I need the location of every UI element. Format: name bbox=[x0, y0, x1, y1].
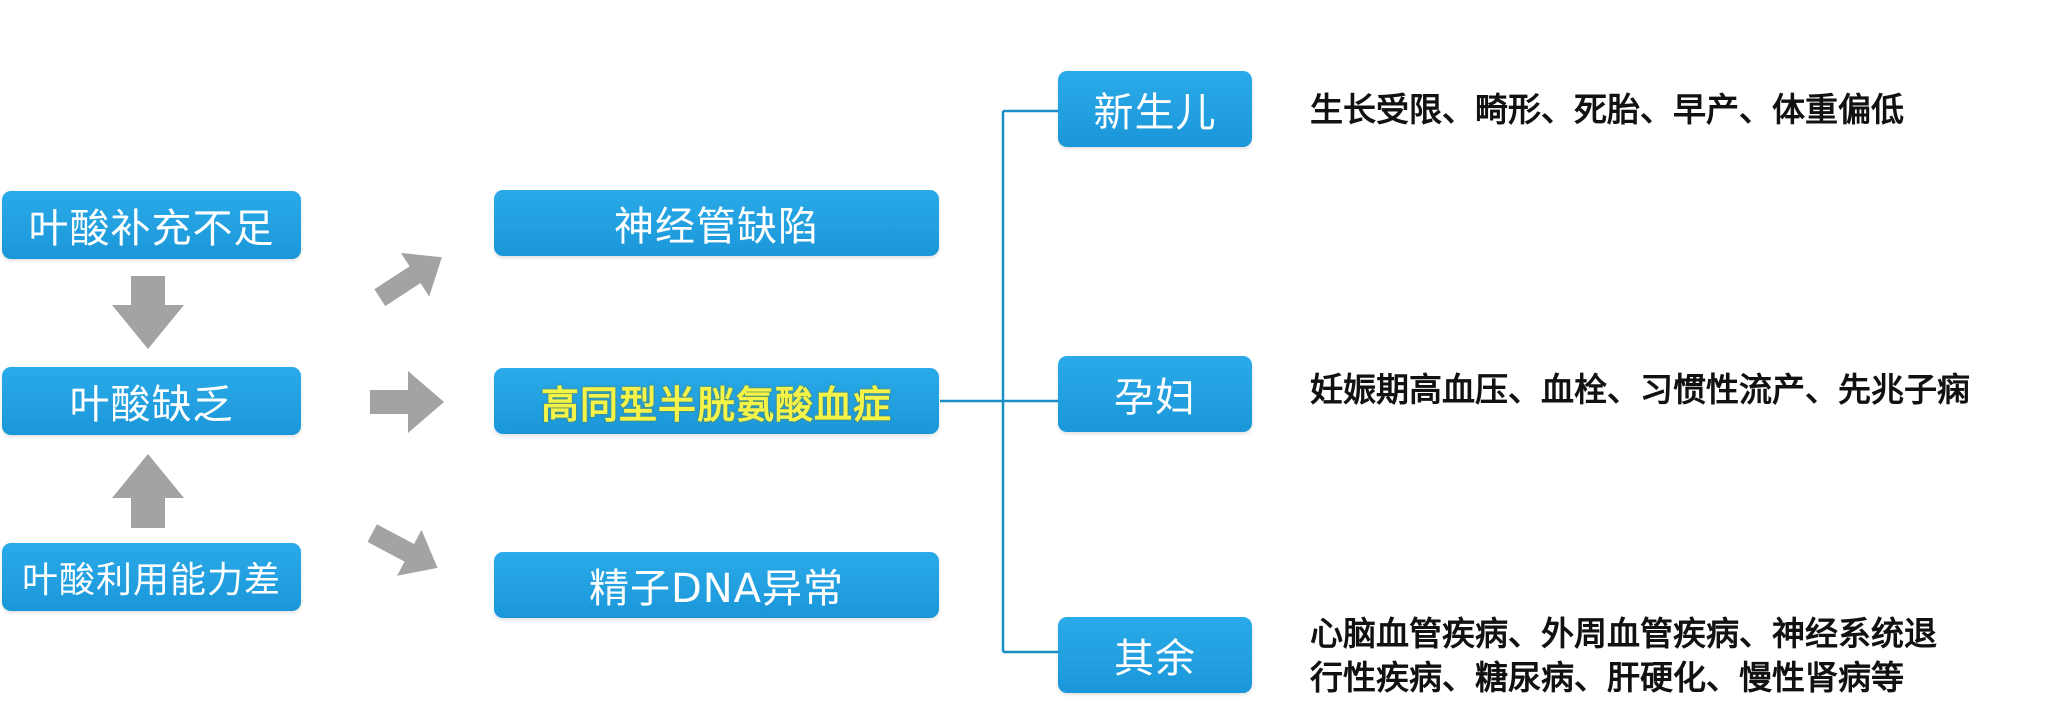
consequence-box-sperm-dna-abnormality: 精子DNA异常 bbox=[494, 552, 939, 618]
arrow-up-icon bbox=[112, 454, 184, 528]
consequence-box-hyperhomocysteinemia: 高同型半胱氨酸血症 bbox=[494, 368, 939, 434]
others-outcomes-line2: 行性疾病、糖尿病、肝硬化、慢性肾病等 bbox=[1310, 658, 1904, 697]
consequence-box-neural-tube-defect: 神经管缺陷 bbox=[494, 190, 939, 256]
arrow-down-right-icon bbox=[367, 524, 438, 576]
pregnant-outcomes: 妊娠期高血压、血栓、习惯性流产、先兆子痫 bbox=[1310, 370, 1970, 409]
others-outcomes-line1: 心脑血管疾病、外周血管疾病、神经系统退 bbox=[1310, 614, 1937, 653]
cause-box-poor-utilization: 叶酸利用能力差 bbox=[2, 543, 301, 611]
group-box-newborn: 新生儿 bbox=[1058, 71, 1252, 147]
group-box-pregnant: 孕妇 bbox=[1058, 356, 1252, 432]
cause-box-insufficient-supplement: 叶酸补充不足 bbox=[2, 191, 301, 259]
group-box-others: 其余 bbox=[1058, 617, 1252, 693]
cause-box-deficiency: 叶酸缺乏 bbox=[2, 367, 301, 435]
newborn-outcomes: 生长受限、畸形、死胎、早产、体重偏低 bbox=[1310, 90, 1904, 129]
arrow-up-right-icon bbox=[374, 252, 442, 306]
bracket-connector bbox=[940, 109, 1058, 654]
arrow-right-icon bbox=[370, 371, 444, 433]
arrow-down-icon bbox=[112, 276, 184, 349]
